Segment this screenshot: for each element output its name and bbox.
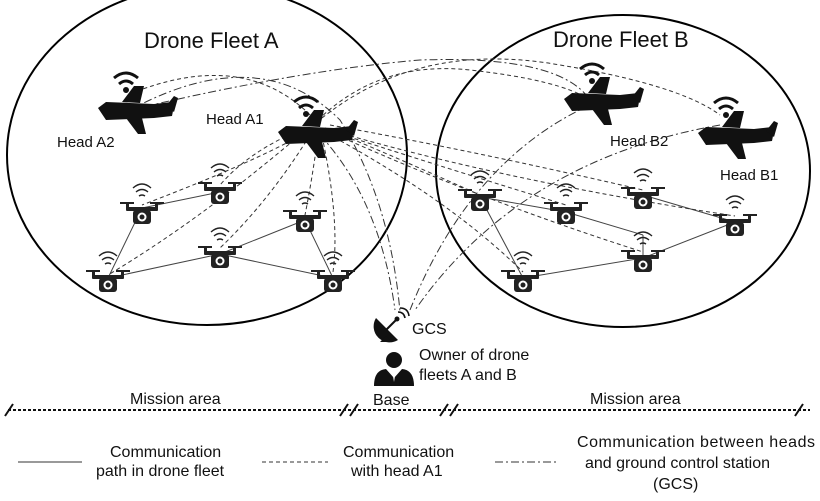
fleet-a-drone-icon [85, 251, 131, 293]
fleet-b-drone-icon [457, 170, 503, 212]
legend-dashed-label-line2: with head A1 [350, 463, 443, 480]
owner-label-line1: Owner of drone [419, 347, 529, 364]
legend-solid-label-line2: path in drone fleet [96, 463, 225, 480]
mission-area-left-label: Mission area [130, 391, 221, 408]
legend-dashdot-label-line1: Communication between heads [577, 434, 815, 451]
legend-dashdot-label-line2: and ground control station [585, 455, 770, 472]
fleet-b-drone-icon [543, 183, 589, 225]
heads-gcs-dashdot-links [129, 59, 721, 313]
fleet-b-boundary [435, 14, 811, 328]
owner-label-line2: fleets A and B [419, 367, 517, 384]
person-icon [374, 352, 414, 386]
fleet-a-drone-icon [197, 163, 243, 205]
head-a2-label: Head A2 [57, 134, 115, 151]
legend-dashed-label-line1: Communication [343, 444, 454, 461]
fleet-a-drone-icon [119, 183, 165, 225]
fleet-a-drone-icon [197, 227, 243, 269]
fleet-a-boundary [6, 0, 408, 326]
head-a1-drone-icon [276, 95, 360, 160]
legend-dashdot-label-line3: (GCS) [653, 476, 698, 493]
head-b1-drone-icon [696, 96, 780, 161]
fleet-a-drone-icon [310, 251, 356, 293]
legend-solid-label-line1: Communication [110, 444, 221, 461]
mission-area-line [4, 403, 810, 417]
gcs-label: GCS [412, 321, 447, 338]
head-b1-label: Head B1 [720, 167, 778, 184]
fleet-b-title: Drone Fleet B [553, 27, 689, 52]
head-b2-label: Head B2 [610, 133, 668, 150]
fleet-b-solid-links [479, 194, 736, 279]
mission-area-right-label: Mission area [590, 391, 681, 408]
head-a1-label: Head A1 [206, 111, 264, 128]
base-label: Base [373, 392, 410, 409]
fleet-a-title: Drone Fleet A [144, 28, 279, 53]
fleet-b-drone-icon [620, 168, 666, 210]
satellite-dish-icon [373, 307, 410, 343]
